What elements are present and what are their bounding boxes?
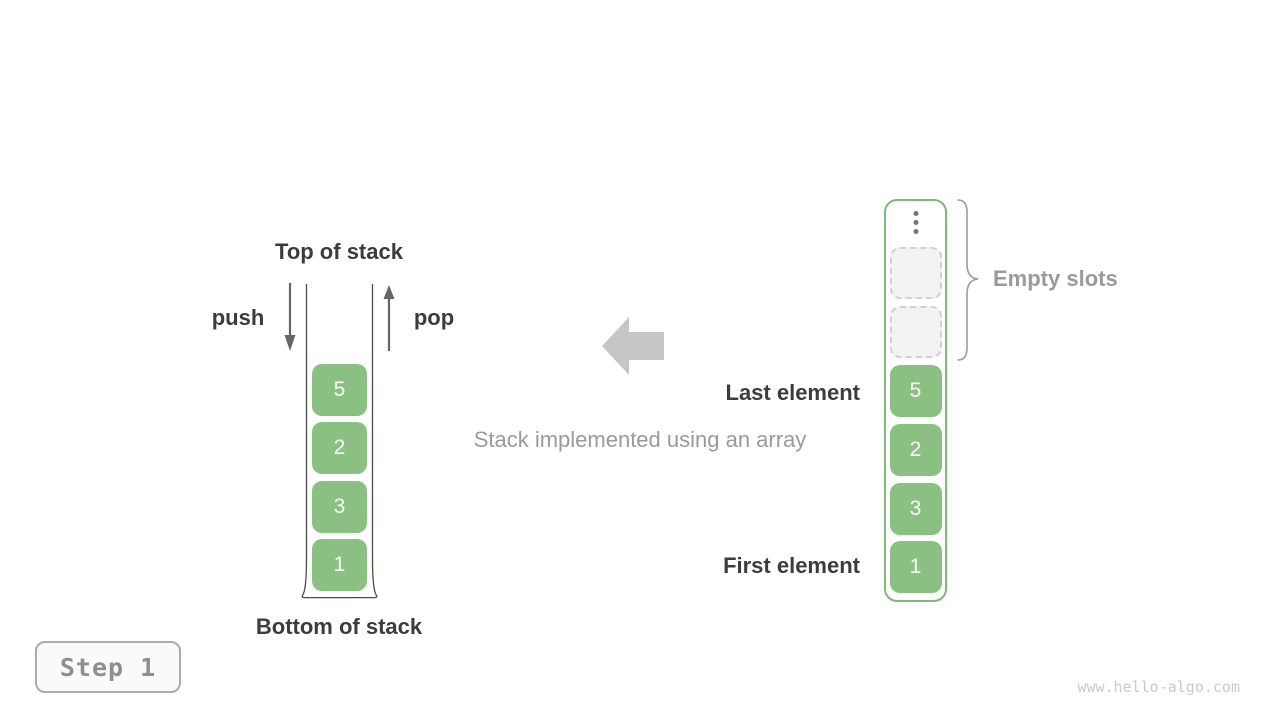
pop-label: pop xyxy=(413,305,455,330)
vertical-ellipsis-icon xyxy=(913,211,918,234)
empty-slots-label: Empty slots xyxy=(993,266,1118,291)
last-element-label: Last element xyxy=(725,380,861,405)
push-arrow-icon xyxy=(284,283,296,351)
push-label: push xyxy=(211,305,265,330)
stack-cell: 3 xyxy=(312,480,367,533)
block-arrow-left-icon xyxy=(602,317,664,375)
stack-cell: 5 xyxy=(312,364,367,416)
pop-arrow-icon xyxy=(383,285,395,351)
array-cell: 1 xyxy=(889,541,942,593)
stack-container-outline xyxy=(301,284,378,599)
array-cell: 3 xyxy=(889,482,942,535)
top-of-stack-label: Top of stack xyxy=(275,239,403,264)
stack-cell: 2 xyxy=(312,422,367,475)
step-badge: Step 1 xyxy=(35,641,181,693)
empty-slot xyxy=(889,247,942,299)
array-cell: 5 xyxy=(889,365,942,417)
first-element-label: First element xyxy=(723,553,860,578)
diagram-caption: Stack implemented using an array xyxy=(473,427,807,452)
stack-cells: 5 2 3 1 xyxy=(312,364,367,592)
empty-slot xyxy=(889,305,942,358)
array-container: 5 2 3 1 xyxy=(884,199,947,602)
array-cell: 2 xyxy=(889,424,942,476)
curly-brace-icon xyxy=(957,199,979,361)
bottom-of-stack-label: Bottom of stack xyxy=(255,614,423,639)
stack-cell: 1 xyxy=(312,539,367,592)
watermark: www.hello-algo.com xyxy=(1077,678,1240,696)
